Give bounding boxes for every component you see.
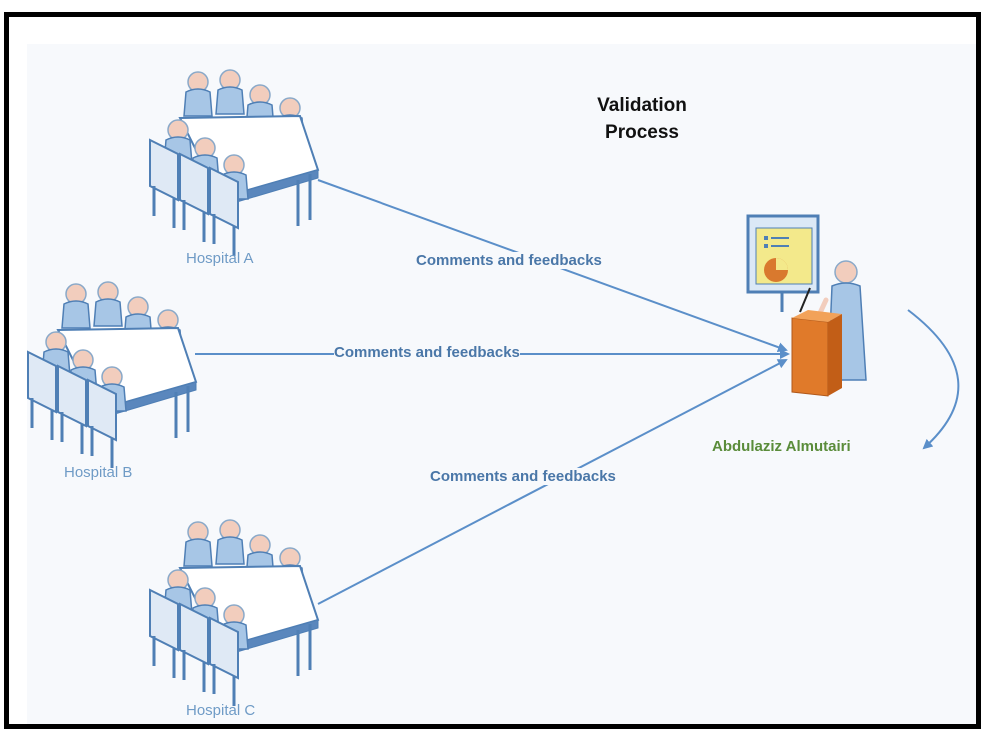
edge-label-hospital-b: Comments and feedbacks	[334, 344, 520, 361]
presenter-podium-icon	[746, 214, 867, 397]
diagram-title-line1: Validation	[597, 95, 687, 116]
edge-label-hospital-a: Comments and feedbacks	[416, 252, 602, 269]
hospital-b-label: Hospital B	[64, 464, 133, 481]
curved-return-arrow	[907, 309, 960, 450]
hospital-b-meeting-icon	[28, 282, 196, 468]
presentation-screen-icon	[746, 214, 820, 312]
edge-label-hospital-c: Comments and feedbacks	[430, 468, 616, 485]
diagram-title-line2: Process	[605, 122, 679, 143]
hospital-a-label: Hospital A	[186, 250, 254, 267]
diagram-title: Validation Process	[560, 92, 724, 146]
hospital-a-meeting-icon	[150, 70, 318, 256]
presenter-name-label: Abdulaziz Almutairi	[712, 438, 851, 455]
hospital-c-label: Hospital C	[186, 702, 256, 719]
hospital-c-meeting-icon	[150, 520, 318, 706]
